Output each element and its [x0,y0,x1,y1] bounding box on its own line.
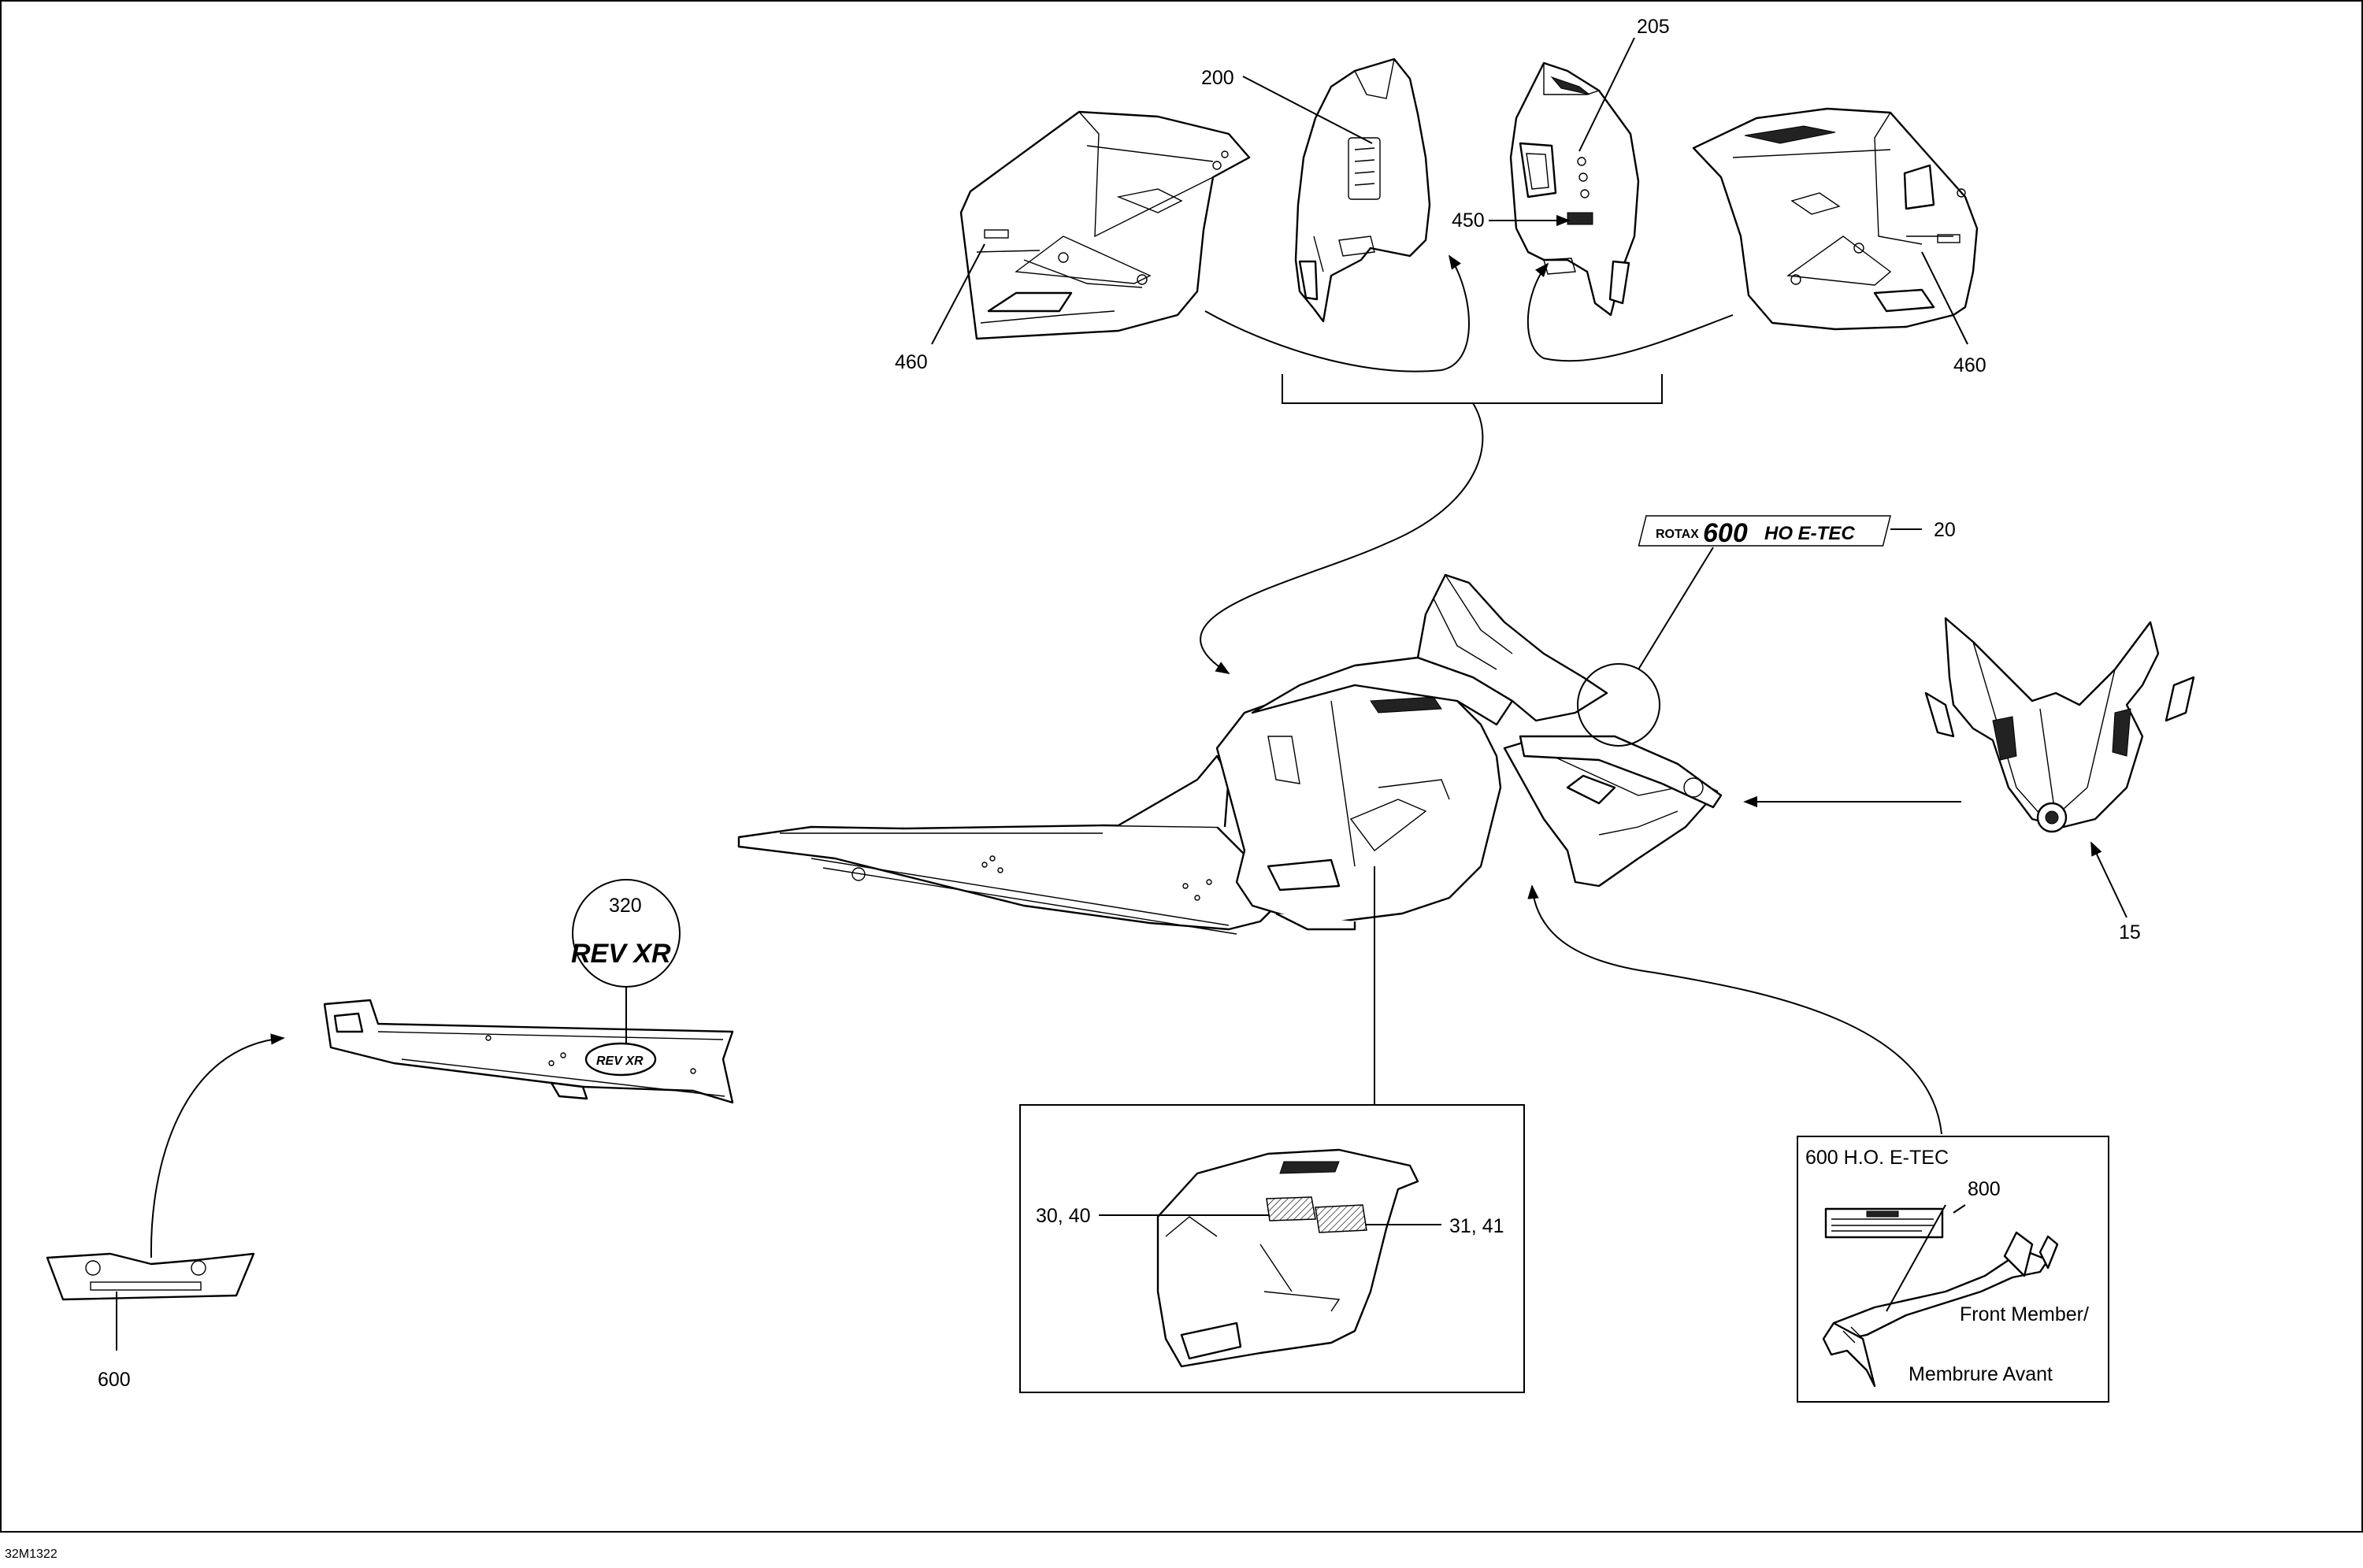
inset-side-panel [1156,1148,1419,1368]
inner-panel-205 [1509,61,1640,317]
inset-engine-title: 600 H.O. E-TEC [1805,1147,1949,1169]
inset-engine-note-1: Front Member/ [1960,1303,2089,1325]
front-member-part [1822,1207,2059,1388]
callout-20: 20 [1934,519,1956,541]
side-panel-left [959,110,1251,340]
callout-460-left: 460 [895,351,928,373]
hood-panel [1924,617,2195,833]
engine-decal-number: 600 [1703,518,1748,548]
callout-200: 200 [1201,67,1234,89]
callout-205: 205 [1637,16,1670,38]
callout-31-41: 31, 41 [1449,1215,1504,1237]
model-badge-large: REV XR [571,939,671,969]
callout-450: 450 [1452,209,1485,232]
side-panel-right [1692,107,1979,331]
callout-320: 320 [609,895,642,917]
callout-600: 600 [98,1369,131,1391]
callout-460-right: 460 [1953,354,1986,376]
engine-decal-brand: ROTAX [1656,528,1699,541]
inset-engine-note-2: Membrure Avant [1909,1363,2053,1385]
drawing-code: 32M1322 [5,1548,57,1561]
inset-side-panel-frame [1019,1104,1525,1393]
callout-30-40: 30, 40 [1036,1205,1091,1227]
engine-decal-suffix: HO E-TEC [1764,523,1855,544]
tunnel-side [323,999,734,1104]
snowmobile-main [737,573,1723,935]
callout-800: 800 [1968,1178,2001,1200]
inset-engine-frame [1797,1136,2109,1403]
detail-circle-20 [1577,663,1660,747]
engine-decal: ROTAX 600 HO E-TEC [1638,515,1891,548]
inner-panel-200 [1294,57,1431,323]
model-badge-small: REV XR [596,1055,644,1068]
page-border [0,0,2363,1533]
front-bumper [46,1252,255,1301]
callout-15: 15 [2119,921,2141,943]
